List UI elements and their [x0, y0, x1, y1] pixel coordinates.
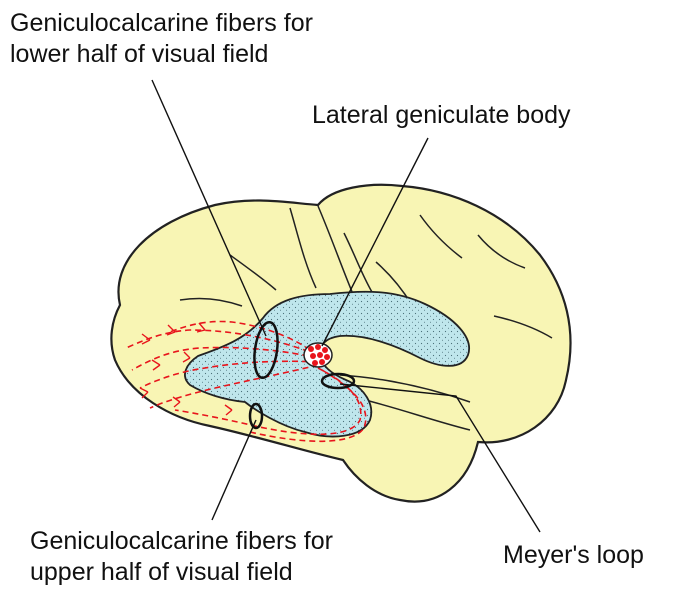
label-meyers-loop: Meyer's loop [503, 540, 644, 571]
label-upper-visual-field-fibers: Geniculocalcarine fibers for upper half … [30, 526, 333, 588]
label-lower-line-2: lower half of visual field [10, 39, 313, 70]
label-lower-line-1: Geniculocalcarine fibers for [10, 8, 313, 39]
cerebral-hemisphere [111, 185, 570, 502]
label-upper-line-2: upper half of visual field [30, 557, 333, 588]
label-upper-line-1: Geniculocalcarine fibers for [30, 526, 333, 557]
lateral-geniculate-body [304, 343, 332, 367]
label-lower-visual-field-fibers: Geniculocalcarine fibers for lower half … [10, 8, 313, 70]
label-lateral-geniculate-body: Lateral geniculate body [312, 100, 571, 131]
